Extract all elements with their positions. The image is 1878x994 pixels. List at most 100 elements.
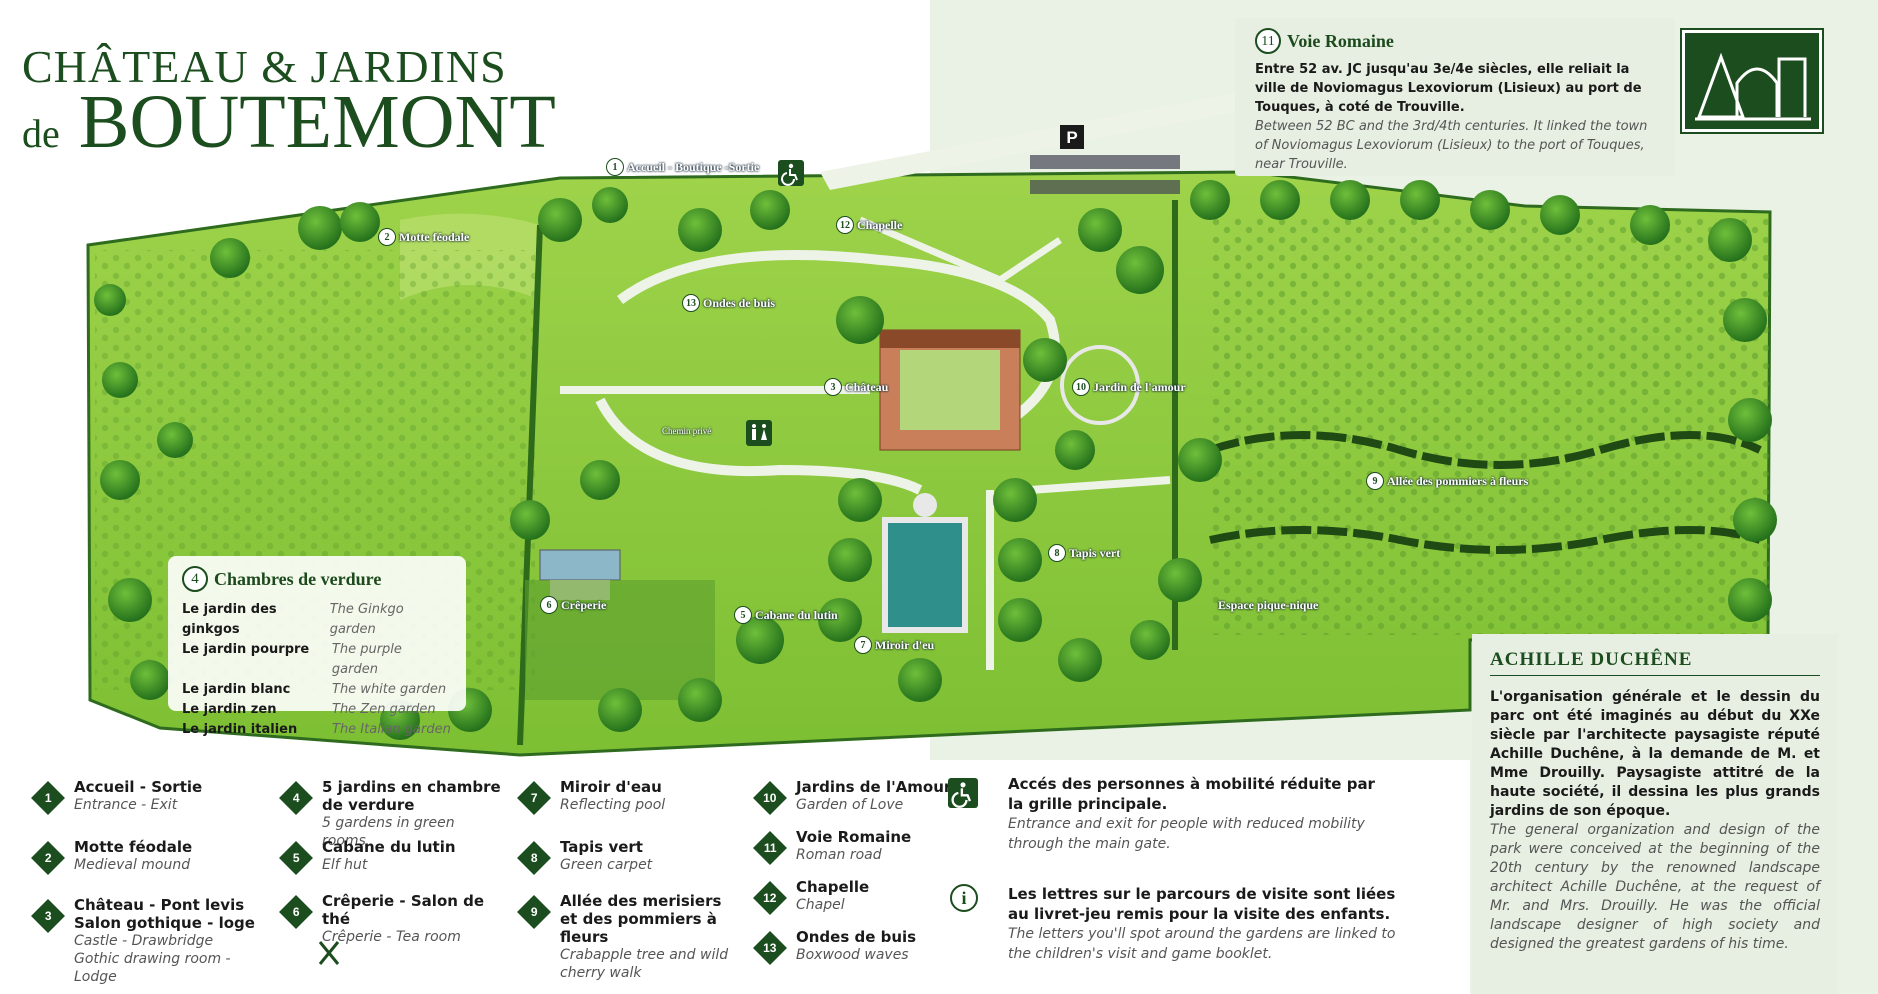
map-label-number: 3: [824, 378, 842, 396]
legend-number-badge: 13: [753, 931, 787, 965]
parking-sign: [1060, 125, 1084, 149]
legend-number-badge: 9: [517, 895, 551, 929]
legend-item-fr: Tapis vert: [560, 838, 643, 856]
chambres-row-en: The Italian garden: [332, 722, 451, 737]
map-label-number: 7: [854, 636, 872, 654]
legend-item-en: Castle - Drawbridge: [74, 933, 214, 949]
legend-number-badge: 6: [279, 895, 313, 929]
legend-number-badge: 8: [517, 841, 551, 875]
park-title-name: BOUTEMONT: [78, 80, 556, 164]
legend-item-en: Medieval mound: [74, 857, 191, 873]
parking-letter: P: [1066, 128, 1077, 147]
map-label-number: 2: [378, 228, 396, 246]
park-title-line2: de BOUTEMONT: [22, 82, 556, 174]
chambres-row-en: The Zen garden: [332, 702, 436, 717]
legend-item-en: Gothic drawing room - Lodge: [74, 951, 231, 985]
legend-item-fr: Voie Romaine: [796, 828, 912, 846]
chateau-logo: [1680, 28, 1824, 134]
legend-item-en: Reflecting pool: [560, 797, 666, 813]
info-icon: i: [950, 884, 978, 912]
legend-item-en: Elf hut: [322, 857, 368, 873]
jardin-amour: [1060, 345, 1140, 425]
chambres-title: Chambres de verdure: [214, 569, 382, 589]
map-label-text: Allée des pommiers à fleurs: [1387, 473, 1529, 488]
map-label-number: 5: [734, 606, 752, 624]
legend-item-en: Garden of Love: [796, 797, 904, 813]
legend-item-fr: Crêperie - Salon de thé: [322, 892, 485, 928]
access-note: Accés des personnes à mobilité réduite p…: [1008, 774, 1378, 854]
map-label-text: Miroir d'eu: [875, 637, 935, 652]
legend-item-fr: Chapelle: [796, 878, 870, 896]
chambres-number: 4: [182, 566, 208, 592]
legend-item-en: Crêperie - Tea room: [322, 929, 461, 945]
legend-number-badge: 2: [31, 841, 65, 875]
map-label-number: 12: [836, 216, 854, 234]
chambres-row-en: The Ginkgo garden: [329, 602, 404, 637]
map-label-picnic[interactable]: Espace pique-nique: [1218, 598, 1318, 613]
legend-item-fr: Ondes de buis: [796, 928, 917, 946]
map-label-chemin-prive: Chemin privé: [662, 426, 711, 436]
toilets-icon: [746, 420, 772, 446]
achille-title: ACHILLE DUCHÊNE: [1490, 650, 1820, 676]
achille-fr: L'organisation générale et le dessin du …: [1490, 689, 1820, 819]
map-label-text: Jardin de l'amour: [1093, 379, 1186, 394]
access-note-en: Entrance and exit for people with reduce…: [1008, 816, 1365, 852]
legend-item-fr: Accueil - Sortie: [74, 778, 203, 796]
voie-romaine-en: Between 52 BC and the 3rd/4th centuries.…: [1255, 119, 1648, 172]
voie-romaine-fr: Entre 52 av. JC jusqu'au 3e/4e siècles, …: [1255, 62, 1642, 115]
legend-number-badge: 4: [279, 781, 313, 815]
reflecting-pool: [882, 517, 968, 633]
legend-number-badge: 11: [753, 831, 787, 865]
legend-item-en: Roman road: [796, 847, 882, 863]
map-label-text: Cabane du lutin: [755, 607, 838, 622]
map-label-text: Château: [845, 379, 889, 394]
info-note-fr: Les lettres sur le parcours de visite so…: [1008, 885, 1396, 923]
legend-number-badge: 7: [517, 781, 551, 815]
access-note-fr: Accés des personnes à mobilité réduite p…: [1008, 775, 1375, 813]
map-label-number: 10: [1072, 378, 1090, 396]
chambres-row-fr: Le jardin pourpre: [182, 642, 310, 657]
chambres-row: Le jardin blanc The white garden: [182, 680, 452, 700]
creperie-greenhouse: [539, 549, 621, 581]
chambres-row-fr: Le jardin blanc: [182, 682, 291, 697]
legend-item-fr: Motte féodale: [74, 838, 193, 856]
map-label-number: 1: [606, 158, 624, 176]
map-label-number: 13: [682, 294, 700, 312]
map-label-text: Accueil - Boutique -Sortie: [627, 159, 760, 174]
chambres-row-en: The white garden: [332, 682, 447, 697]
map-label-number: 9: [1366, 472, 1384, 490]
chambres-row-fr: Le jardin zen: [182, 702, 277, 717]
legend-item-fr: Jardins de l'Amour: [796, 778, 952, 796]
legend-number-badge: 12: [753, 881, 787, 915]
legend-number-badge: 3: [31, 899, 65, 933]
chateau-building: [879, 329, 1021, 451]
map-label-text: Chemin privé: [662, 426, 712, 436]
map-label-text: Motte féodale: [399, 229, 470, 244]
legend-item-fr: Allée des merisiers et des pommiers à fl…: [560, 892, 722, 946]
hedge-waves: [1208, 431, 1762, 469]
legend-item-fr: Miroir d'eau: [560, 778, 662, 796]
info-note-en: The letters you'll spot around the garde…: [1008, 926, 1396, 962]
